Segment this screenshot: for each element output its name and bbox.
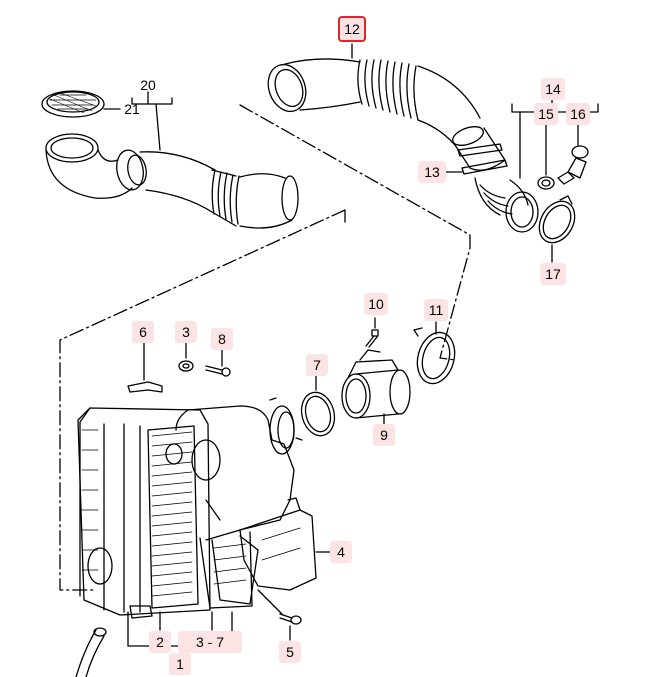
callout-12[interactable]: 12 — [338, 16, 366, 42]
bracket-clip-part-6 — [127, 381, 163, 393]
callout-3[interactable]: 3 — [175, 321, 197, 343]
callout-17[interactable]: 17 — [540, 263, 566, 285]
cover-part-4 — [239, 497, 317, 591]
callout-10[interactable]: 10 — [364, 293, 388, 315]
callout-5[interactable]: 5 — [279, 641, 301, 663]
callout-14[interactable]: 14 — [541, 78, 565, 100]
air-mass-meter-part-9 — [341, 349, 411, 419]
callout-2[interactable]: 2 — [149, 631, 171, 653]
callout-21[interactable]: 21 — [124, 101, 140, 117]
callout-15[interactable]: 15 — [534, 103, 558, 125]
leader-5b — [257, 589, 283, 615]
adapter-and-clamp-part-17 — [474, 177, 576, 244]
bracket-20 — [131, 91, 173, 105]
callout-13[interactable]: 13 — [418, 161, 446, 183]
callout-7[interactable]: 7 — [306, 354, 328, 376]
elbow-connector-part-16 — [557, 145, 589, 185]
filter-screen-part-21 — [41, 90, 105, 118]
callout-8[interactable]: 8 — [211, 328, 233, 350]
drain-tube — [75, 627, 107, 677]
leader-20 — [155, 103, 161, 151]
seal-ring-part-7 — [300, 391, 336, 437]
screw-part-10 — [365, 329, 379, 348]
intake-pipe-part-20 — [45, 133, 299, 229]
assembly-boundary-line — [59, 104, 471, 591]
callout-11[interactable]: 11 — [424, 299, 448, 321]
callout-4[interactable]: 4 — [330, 541, 352, 563]
callout-16[interactable]: 16 — [566, 103, 590, 125]
hose-clamp-part-11 — [413, 327, 456, 385]
air-filter-housing — [77, 397, 303, 619]
bolt-part-8 — [205, 365, 231, 377]
screw-part-5 — [279, 613, 302, 625]
nut-part-3 — [178, 360, 194, 372]
callout-3-7[interactable]: 3 - 7 — [178, 631, 242, 653]
callout-20[interactable]: 20 — [140, 77, 156, 93]
clip-part-15 — [537, 176, 555, 190]
intake-hose-part-12 — [267, 58, 506, 171]
callout-6[interactable]: 6 — [132, 321, 154, 343]
callout-1[interactable]: 1 — [169, 653, 191, 675]
strip-part-13 — [457, 143, 508, 175]
callout-9[interactable]: 9 — [373, 424, 395, 446]
